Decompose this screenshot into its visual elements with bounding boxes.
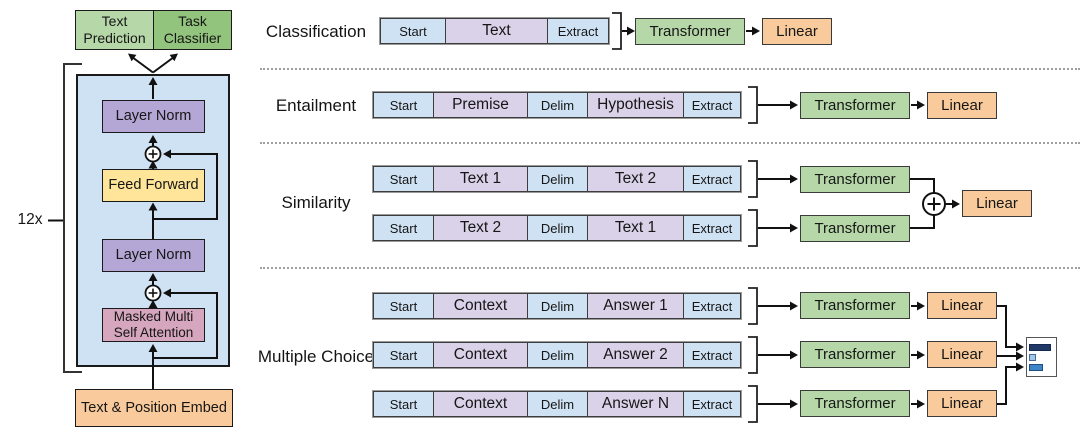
transformer-box: Transformer [800, 92, 910, 119]
token-sequence: Start Context Delim Answer 1 Extract [372, 292, 742, 320]
transformer-box: Transformer [800, 341, 910, 368]
sum-icon [922, 192, 946, 216]
score-bar-3 [1028, 364, 1043, 371]
token-delim: Delim [528, 92, 588, 118]
token-extract: Extract [684, 215, 741, 241]
token-extract: Extract [548, 18, 609, 44]
token-text1: Text 1 [588, 215, 684, 241]
transformer-box: Transformer [635, 18, 745, 45]
token-start: Start [373, 215, 434, 241]
token-sequence: Start Context Delim Answer N Extract [372, 390, 742, 418]
token-extract: Extract [684, 342, 741, 368]
layer-norm-bottom-box: Layer Norm [102, 239, 205, 272]
section-divider [260, 142, 1080, 144]
layer-norm-top-box: Layer Norm [102, 100, 205, 133]
token-start: Start [380, 18, 446, 44]
transformer-box: Transformer [800, 215, 910, 242]
token-sequence: Start Text 2 Delim Text 1 Extract [372, 214, 742, 242]
linear-box: Linear [927, 92, 997, 119]
section-divider [260, 68, 1080, 70]
token-answer1: Answer 1 [588, 293, 684, 319]
token-text2: Text 2 [588, 166, 684, 192]
score-bar-1 [1028, 344, 1051, 351]
token-start: Start [373, 293, 434, 319]
token-delim: Delim [528, 342, 588, 368]
linear-box: Linear [927, 341, 997, 368]
feed-forward-box: Feed Forward [102, 169, 205, 202]
transformer-box: Transformer [800, 390, 910, 417]
token-delim: Delim [528, 293, 588, 319]
token-sequence: Start Text 1 Delim Text 2 Extract [372, 165, 742, 193]
task-classifier-box: Task Classifier [154, 10, 232, 50]
text-prediction-box: Text Prediction [75, 10, 154, 50]
transformer-box: Transformer [800, 292, 910, 319]
token-sequence: Start Context Delim Answer 2 Extract [372, 341, 742, 369]
linear-box: Linear [962, 190, 1032, 217]
token-sequence: Start Premise Delim Hypothesis Extract [372, 91, 742, 119]
token-answerN: Answer N [588, 391, 684, 417]
answer-score-bars [1026, 337, 1057, 377]
output-heads: Text Prediction Task Classifier [75, 10, 232, 50]
token-delim: Delim [528, 391, 588, 417]
token-extract: Extract [684, 166, 741, 192]
token-context: Context [434, 391, 528, 417]
token-extract: Extract [684, 92, 741, 118]
linear-box: Linear [927, 390, 997, 417]
token-delim: Delim [528, 215, 588, 241]
token-extract: Extract [684, 293, 741, 319]
token-context: Context [434, 342, 528, 368]
linear-box: Linear [927, 292, 997, 319]
linear-box: Linear [762, 18, 832, 45]
token-start: Start [373, 166, 434, 192]
token-extract: Extract [684, 391, 741, 417]
embedding-box: Text & Position Embed [75, 389, 233, 427]
token-start: Start [373, 342, 434, 368]
masked-attention-box: Masked Multi Self Attention [102, 308, 205, 342]
score-bar-2 [1028, 354, 1036, 361]
token-text: Text [446, 18, 548, 44]
section-divider [260, 267, 1080, 269]
task-label-classification: Classification [265, 22, 367, 41]
transformer-box: Transformer [800, 166, 910, 193]
task-label-similarity: Similarity [281, 193, 351, 212]
token-answer2: Answer 2 [588, 342, 684, 368]
token-start: Start [373, 391, 434, 417]
task-label-entailment: Entailment [275, 96, 357, 115]
token-text1: Text 1 [434, 166, 528, 192]
token-text2: Text 2 [434, 215, 528, 241]
token-start: Start [373, 92, 434, 118]
token-premise: Premise [434, 92, 528, 118]
task-label-multiple-choice: Multiple Choice [257, 347, 375, 366]
repeat-count-label: 12x [17, 211, 43, 228]
token-context: Context [434, 293, 528, 319]
token-delim: Delim [528, 166, 588, 192]
token-sequence: Start Text Extract [379, 17, 610, 45]
token-hypothesis: Hypothesis [588, 92, 684, 118]
